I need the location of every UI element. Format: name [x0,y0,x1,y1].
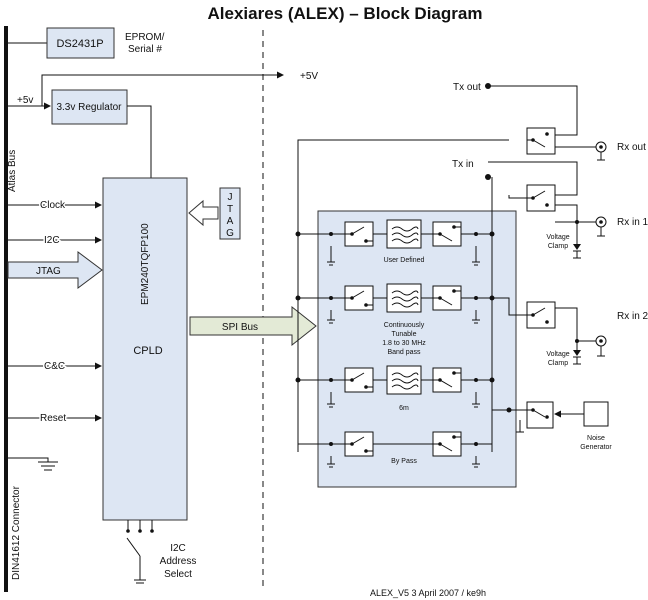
cc-label: C&C [44,361,65,372]
filter-tunable-line2: Tunable [391,331,416,338]
voltage-clamp-icon [573,341,581,365]
clock-label: Clock [40,200,66,211]
rx-in1-label: Rx in 1 [617,217,648,228]
filter-tunable-line1: Continuously [384,322,425,329]
regulator-label: 3.3v Regulator [56,102,122,113]
cpld-name-label: CPLD [133,345,162,357]
rx-in2-wire [555,307,596,342]
filter-icon [386,365,422,395]
relay-icon [344,285,374,311]
noise-junction [506,407,512,413]
relay-icon [526,184,556,212]
plus5v-left-label: +5v [17,95,33,106]
clamp2-label-line2: Clamp [548,360,568,367]
relay-icon [526,127,556,155]
relay-icon [344,431,374,457]
regulator-box [51,89,128,125]
footer-revision: ALEX_V5 3 April 2007 / ke9h [370,588,486,598]
clamp2-label-line1: Voltage [546,351,569,358]
plus5v-rail [8,71,284,107]
atlas-bus-bar [4,26,8,592]
relay-icon [432,367,462,393]
diagram-title: Alexiares (ALEX) – Block Diagram [208,4,483,23]
tx-in-wire [488,161,578,196]
coax-connector-icon [595,216,607,237]
address-label-line3: Select [164,569,192,580]
jtag-letter-a: A [227,216,234,227]
plus5v-right-label: +5V [300,71,318,82]
spi-bus-label: SPI Bus [222,322,258,333]
relay-ground-icon [327,246,480,468]
tx-out-label: Tx out [453,82,481,93]
relay-icon [526,401,554,429]
filter-user-defined-label: User Defined [384,257,425,264]
relay-icon [432,221,462,247]
filter-left-bus [297,139,509,452]
filter-icon [386,283,422,313]
rx-in1-relay-out [555,204,578,222]
tx-out-wire [488,85,578,136]
jtag-letter-j: J [228,192,233,203]
filter-6m-label: 6m [399,405,409,412]
relay-icon [432,431,462,457]
jtag-port-box [219,187,241,240]
noise-label-line1: Noise [587,435,605,442]
relay-icon [344,367,374,393]
address-label-line1: I2C [170,543,186,554]
bus-ground-icon [8,457,58,471]
noise-generator-box [583,401,609,427]
i2c-label: I2C [44,235,60,246]
connector-label: DIN41612 Connector [11,485,22,580]
relay-icon [432,285,462,311]
relay-icon [344,221,374,247]
atlas-bus-label: Atlas Bus [7,150,18,192]
eprom-label-line2: Serial # [128,44,162,55]
cpld-part-label: EPM240TQFP100 [140,223,151,305]
filter-icon [386,219,422,249]
rx-in1-relay-wire [508,195,527,199]
filter-tunable-line3: 1.8 to 30 MHz [382,340,426,347]
cpld-box [102,177,188,521]
reset-label: Reset [40,413,66,424]
jtag-port-arrow [188,199,219,227]
spi-bus-arrow [189,305,317,347]
tx-in-terminal [485,174,491,180]
clamp1-label-line1: Voltage [546,234,569,241]
address-select-pins [126,520,154,584]
voltage-clamp-icon [573,222,581,259]
filter-tunable-line4: Band pass [387,349,421,356]
bus-junctions [295,231,495,446]
eprom-chip-box [46,27,115,59]
relay-icon [526,301,556,329]
rx-in2-relay-wire [492,297,527,316]
rx-out-label: Rx out [617,142,646,153]
jtag-letter-t: T [227,204,233,215]
jtag-letter-g: G [226,228,234,239]
jtag-bus-label: JTAG [36,266,61,277]
coax-connector-icon [595,335,607,357]
filter-bypass-label: By Pass [391,458,417,465]
jtag-bus-arrow [7,251,103,289]
eprom-chip-label: DS2431P [56,38,103,50]
coax-connector-icon [595,141,607,161]
eprom-label-line1: EPROM/ [125,32,165,43]
tx-in-label: Tx in [452,159,474,170]
noise-label-line2: Generator [580,444,612,451]
clamp1-label-line2: Clamp [548,243,568,250]
regulator-output-wire [127,105,152,178]
address-label-line2: Address [160,556,197,567]
rx-in2-label: Rx in 2 [617,311,648,322]
